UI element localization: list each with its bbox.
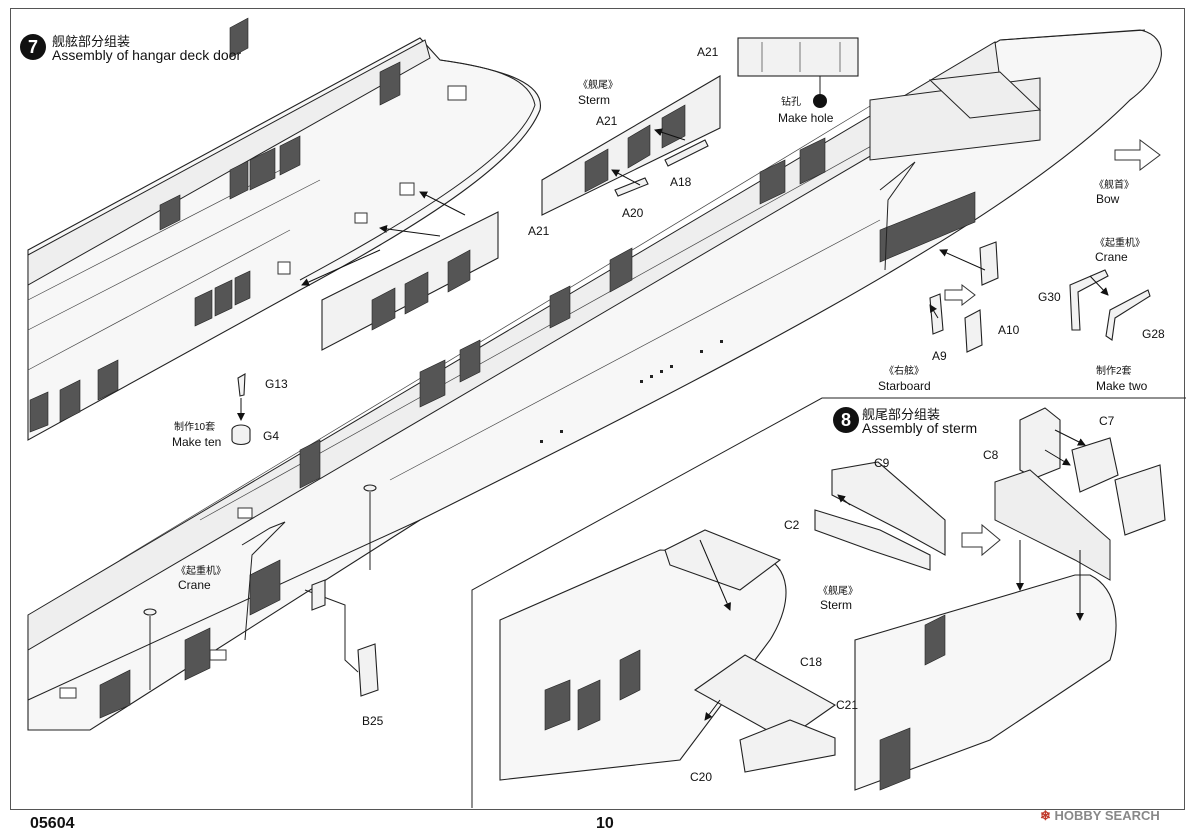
label-crane-en-right: Crane [1095, 250, 1128, 264]
part-a21-left [301, 191, 499, 351]
parts-g30-g28 [1069, 269, 1151, 341]
label-b25: B25 [362, 714, 384, 728]
label-g4: G4 [263, 429, 280, 443]
step7-number-badge: 7 [20, 34, 46, 60]
label-crane-cn-left: 《起重机》 [176, 566, 226, 577]
part-b25 [304, 579, 379, 697]
label-make-two-cn: 制作2套 [1096, 366, 1132, 377]
label-c21: C21 [836, 698, 859, 712]
label-make-ten-cn: 制作10套 [174, 422, 216, 433]
label-g30: G30 [1038, 290, 1061, 304]
label-g28: G28 [1142, 327, 1165, 341]
stern-hull-right [854, 469, 1117, 791]
label-make-ten-en: Make ten [172, 435, 222, 449]
watermark-logo: ❄ HOBBY SEARCH [1040, 808, 1160, 824]
label-stern-en-top: Sterm [578, 93, 611, 107]
parts-c9-c2 [814, 461, 946, 571]
label-c2: C2 [784, 518, 800, 532]
instruction-frame [10, 8, 1185, 810]
label-stern-en-bottom: Sterm [820, 598, 853, 612]
step8-title-en: Assembly of sterm [862, 420, 978, 436]
label-starboard-en: Starboard [878, 379, 931, 393]
parts-g13-g4 [231, 373, 251, 446]
label-bow-en: Bow [1096, 192, 1120, 206]
label-a21-top: A21 [697, 45, 719, 59]
label-a21-left: A21 [528, 224, 550, 238]
label-a21-mid: A21 [596, 114, 618, 128]
part-a21-top [737, 37, 859, 108]
label-c7: C7 [1099, 414, 1115, 428]
label-crane-en-left: Crane [178, 578, 211, 592]
step8-box-border [471, 397, 1186, 808]
product-code: 05604 [30, 815, 75, 832]
part-a21-mid [541, 75, 721, 216]
label-a18: A18 [670, 175, 692, 189]
step7-title-en: Assembly of hangar deck door [52, 47, 242, 63]
label-make-hole: Make hole [778, 111, 834, 125]
page-number: 10 [596, 815, 614, 832]
step8-title-cn: 舰尾部分组装 [862, 407, 941, 422]
label-stern-cn-bottom: 《舰尾》 [818, 586, 858, 597]
stern-hull-mid [499, 529, 837, 781]
label-crane-cn-right: 《起重机》 [1095, 238, 1145, 249]
label-c9: C9 [874, 456, 890, 470]
label-a10: A10 [998, 323, 1020, 337]
bow-direction-arrow [1114, 139, 1161, 171]
label-a20: A20 [622, 206, 644, 220]
label-bow-cn: 《舰首》 [1094, 180, 1134, 191]
label-a9: A9 [932, 349, 947, 363]
label-c18: C18 [800, 655, 823, 669]
label-c20: C20 [690, 770, 713, 784]
label-g13: G13 [265, 377, 288, 391]
label-c8: C8 [983, 448, 999, 462]
step7-title-cn: 舰舷部分组装 [52, 34, 131, 49]
label-stern-cn-top: 《舰尾》 [578, 80, 618, 91]
watermark-icon: ❄ [1040, 808, 1051, 823]
watermark-text: HOBBY SEARCH [1054, 808, 1160, 823]
parts-c7-c8 [1019, 407, 1166, 536]
label-drill-cn: 钻孔 [781, 97, 801, 108]
label-make-two-en: Make two [1096, 379, 1148, 393]
label-starboard-cn: 《右舷》 [884, 366, 924, 377]
parts-a9-a10 [929, 241, 999, 353]
upper-hull-stern [27, 17, 541, 441]
main-hull [27, 29, 1162, 731]
step8-number-badge: 8 [833, 407, 859, 433]
